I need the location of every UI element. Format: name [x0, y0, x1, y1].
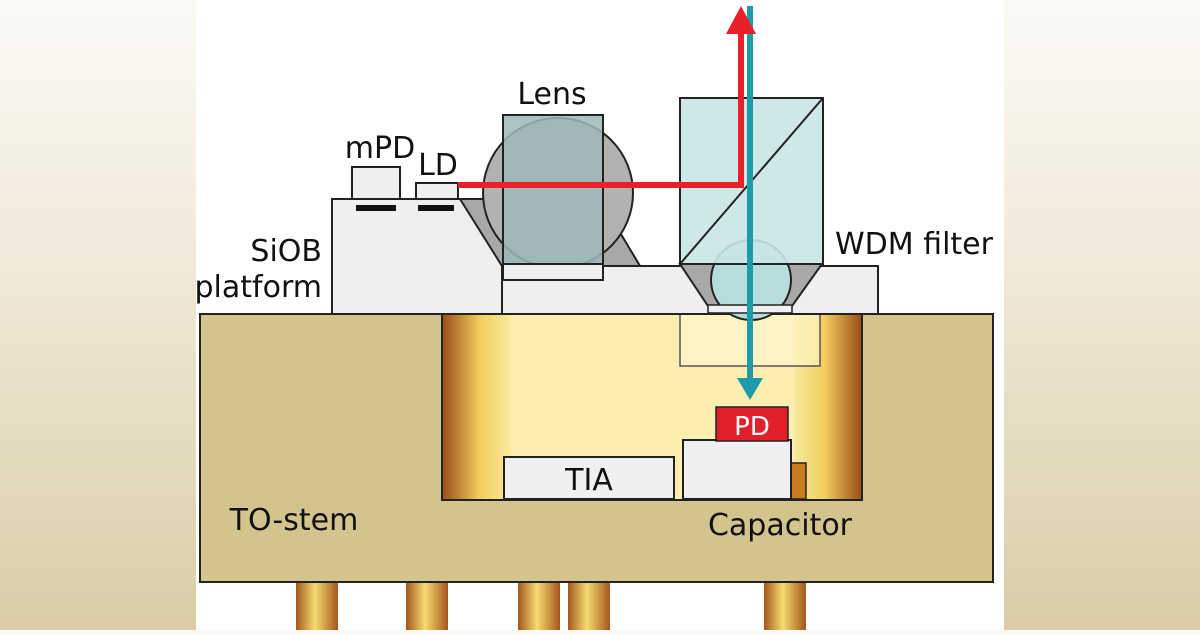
- mpd-chip: [351, 166, 401, 200]
- pin: [406, 582, 448, 630]
- cavity-wall-left: [443, 315, 511, 499]
- to-stem-label: TO-stem: [229, 503, 359, 538]
- mpd-pad: [356, 205, 396, 211]
- lens-label: Lens: [517, 77, 586, 112]
- pin: [518, 582, 560, 630]
- rx-beam-arrowhead: [737, 378, 763, 400]
- ld-label: LD: [418, 148, 458, 183]
- pd-chip: [715, 406, 789, 442]
- pin: [764, 582, 806, 630]
- lens-barrel: [502, 114, 604, 270]
- capacitor-label: Capacitor: [708, 508, 853, 543]
- rx-beam: [737, 6, 763, 400]
- pd-label: PD: [734, 412, 770, 442]
- lens-barrel-base: [502, 263, 604, 281]
- pin: [568, 582, 610, 630]
- siob-label-line1: SiOB: [250, 234, 322, 269]
- pd-submount: [682, 439, 792, 500]
- tx-beam-arrowhead: [726, 6, 756, 34]
- ld-chip: [415, 182, 459, 200]
- siob-label-line2: platform: [195, 270, 322, 305]
- to-stem-pins: [296, 582, 806, 630]
- tia-chip: [503, 456, 675, 500]
- tia-label: TIA: [564, 463, 613, 498]
- ld-pad: [418, 205, 454, 211]
- wdm-filter-label: WDM filter: [835, 227, 994, 262]
- mpd-label: mPD: [345, 131, 415, 166]
- tx-beam: [458, 6, 756, 188]
- tx-beam-line: [458, 26, 744, 188]
- pin: [296, 582, 338, 630]
